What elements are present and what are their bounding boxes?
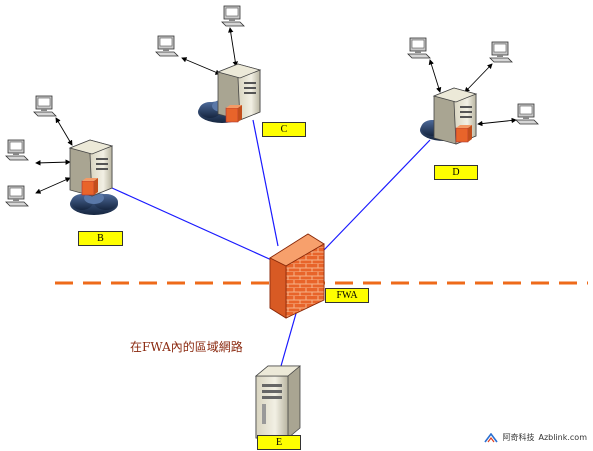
workstation-icon [33, 95, 57, 117]
workstation-icon [155, 35, 179, 57]
link-D-FWA [323, 139, 431, 251]
workstation-icon [221, 5, 245, 27]
workstation-icon [407, 37, 431, 59]
node-label-FWA: FWA [325, 288, 369, 303]
node-C [198, 63, 261, 123]
client-links [35, 27, 517, 194]
node-label-B: B [78, 231, 123, 246]
brand-logo-icon [484, 432, 499, 442]
workstation-icon [5, 185, 29, 207]
firewall-icon [81, 177, 99, 196]
link-B-FWA [111, 187, 277, 263]
workstation-icon [5, 139, 29, 161]
firewall-FWA [269, 233, 325, 319]
watermark-site: Azblink.com [538, 433, 587, 442]
node-label-D: D [434, 165, 478, 180]
node-D [420, 87, 477, 145]
firewall-icon [225, 104, 243, 123]
node-label-C: C [262, 122, 306, 137]
watermark-cn: 阿奇科技 [502, 433, 535, 442]
watermark: 阿奇科技 Azblink.com [484, 432, 587, 443]
zone-label: 在FWA內的區域網路 [130, 340, 243, 354]
node-label-E: E [257, 435, 301, 450]
tower-server-icon [254, 365, 302, 439]
workstation-icon [515, 103, 539, 125]
links [111, 119, 431, 367]
workstation-icon [489, 41, 513, 63]
node-B [69, 139, 118, 215]
firewall-icon [455, 124, 473, 143]
link-C-FWA [252, 119, 279, 247]
link-FWA-E [280, 309, 298, 367]
